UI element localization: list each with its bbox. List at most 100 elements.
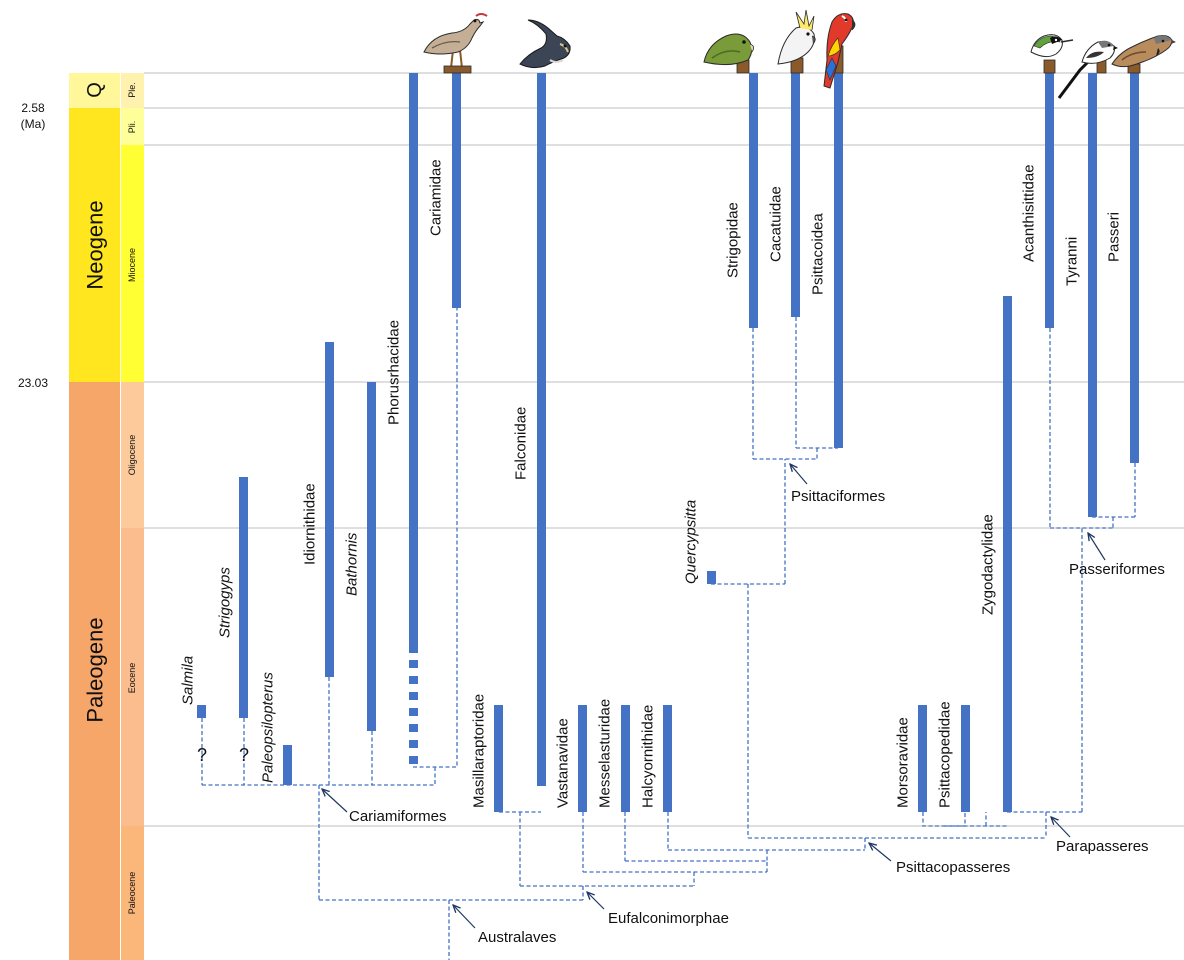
kakapo-icon bbox=[703, 33, 754, 74]
bar-tyranni bbox=[1088, 73, 1097, 517]
clade-label-psittaciformes: Psittaciformes bbox=[791, 488, 885, 505]
clade-label-australaves: Australaves bbox=[478, 929, 556, 946]
rifleman-icon bbox=[1030, 34, 1074, 74]
tree-lines bbox=[201, 308, 1136, 960]
bar-messelasturidae bbox=[621, 705, 630, 812]
flycatcher-icon bbox=[1057, 40, 1118, 99]
clade-labels: Cariamiformes Australaves Eufalconimorph… bbox=[349, 488, 1165, 946]
range-bars bbox=[197, 73, 1139, 812]
bar-strigogyps bbox=[239, 477, 248, 718]
bar-phorusrhacidae-dash-6 bbox=[409, 740, 418, 748]
bar-quercypsitta bbox=[707, 571, 716, 584]
period-q-label: Q bbox=[84, 82, 106, 98]
clade-label-eufalconimorphae: Eufalconimorphae bbox=[608, 910, 729, 927]
label-bathornis: Bathornis bbox=[344, 532, 361, 596]
epoch-oligocene-band bbox=[121, 382, 144, 528]
label-idiornithidae: Idiornithidae bbox=[302, 483, 319, 565]
clade-arrows bbox=[322, 464, 1106, 929]
bar-phorusrhacidae bbox=[409, 73, 418, 653]
epoch-pleistocene-label: Ple. bbox=[127, 82, 137, 98]
boundary-label-23-03: 23.03 bbox=[18, 376, 48, 390]
bar-phorusrhacidae-dash-4 bbox=[409, 708, 418, 716]
label-falconidae: Falconidae bbox=[513, 407, 530, 480]
label-zygodactylidae: Zygodactylidae bbox=[980, 514, 997, 615]
bar-halcyornithidae bbox=[663, 705, 672, 812]
bar-vastanavidae bbox=[578, 705, 587, 812]
bar-passeri bbox=[1130, 73, 1139, 463]
bar-acanthisittidae bbox=[1045, 73, 1054, 328]
bar-psittacopedidae bbox=[961, 705, 970, 812]
epoch-paleocene-band bbox=[121, 826, 144, 960]
branch-phorus-cariamidae bbox=[413, 308, 458, 768]
epoch-miocene-band bbox=[121, 145, 144, 382]
label-acanthisittidae: Acanthisittidae bbox=[1021, 164, 1038, 262]
epoch-pleistocene-band bbox=[121, 73, 144, 108]
falcon-icon bbox=[519, 19, 571, 69]
period-paleogene-band bbox=[69, 382, 120, 960]
label-paleopsilopterus: Paleopsilopterus bbox=[260, 672, 277, 783]
label-salmila: Salmila bbox=[180, 656, 197, 705]
label-strigogyps: Strigogyps bbox=[217, 567, 234, 638]
seriema-icon bbox=[423, 13, 488, 74]
label-strigopidae: Strigopidae bbox=[725, 202, 742, 278]
arrow-australaves bbox=[453, 905, 476, 929]
sparrow-icon bbox=[1111, 35, 1176, 74]
clade-label-psittacopasseres: Psittacopasseres bbox=[896, 859, 1010, 876]
ma-unit-label: (Ma) bbox=[21, 117, 46, 131]
arrow-passeriformes bbox=[1088, 533, 1106, 561]
bar-phorusrhacidae-dash-5 bbox=[409, 724, 418, 732]
arrow-psittaciformes bbox=[790, 464, 808, 485]
bar-paleopsilopterus bbox=[283, 745, 292, 785]
bar-bathornis bbox=[367, 382, 376, 731]
bar-phorusrhacidae-dash-1 bbox=[409, 660, 418, 668]
label-psittacopedidae: Psittacopedidae bbox=[937, 701, 954, 808]
label-cariamidae: Cariamidae bbox=[428, 159, 445, 236]
arrow-cariamiformes bbox=[322, 789, 348, 813]
clade-label-cariamiformes: Cariamiformes bbox=[349, 808, 447, 825]
label-psittacoidea: Psittacoidea bbox=[810, 213, 827, 295]
uncertain-mark-strigogyps: ? bbox=[239, 745, 249, 765]
label-masillaraptoridae: Masillaraptoridae bbox=[471, 694, 488, 808]
bar-cacatuidae bbox=[791, 73, 800, 317]
label-morsoravidae: Morsoravidae bbox=[895, 717, 912, 808]
bar-psittacoidea bbox=[834, 73, 843, 448]
clade-label-parapasseres: Parapasseres bbox=[1056, 838, 1149, 855]
timescale-column: Q Neogene Paleogene Ple. Pli. Miocene Ol… bbox=[18, 73, 144, 960]
branch-morsoravidae bbox=[922, 812, 966, 827]
period-neogene-band bbox=[69, 108, 120, 382]
arrow-psittacopasseres bbox=[869, 843, 892, 862]
cockatoo-icon bbox=[777, 9, 816, 74]
label-phorusrhacidae: Phorusrhacidae bbox=[386, 320, 403, 425]
arrow-eufalconimorphae bbox=[587, 892, 605, 910]
epoch-eocene-band bbox=[121, 528, 144, 826]
bar-morsoravidae bbox=[918, 705, 927, 812]
bar-masillaraptoridae bbox=[494, 705, 503, 812]
arrow-parapasseres bbox=[1051, 817, 1071, 838]
label-passeri: Passeri bbox=[1106, 212, 1123, 262]
bar-salmila bbox=[197, 705, 206, 718]
epoch-miocene-label: Miocene bbox=[127, 248, 137, 282]
messel-node bbox=[625, 860, 768, 872]
epoch-pliocene-band bbox=[121, 108, 144, 145]
bar-falconidae bbox=[537, 73, 546, 786]
label-cacatuidae: Cacatuidae bbox=[768, 186, 785, 262]
macaw-icon bbox=[823, 13, 856, 89]
label-halcyornithidae: Halcyornithidae bbox=[640, 705, 657, 808]
epoch-pliocene-label: Pli. bbox=[127, 121, 137, 134]
label-vastanavidae: Vastanavidae bbox=[555, 718, 572, 808]
bar-phorusrhacidae-dash-3 bbox=[409, 692, 418, 700]
bar-idiornithidae bbox=[325, 342, 334, 677]
bar-strigopidae bbox=[749, 73, 758, 328]
bar-cariamidae bbox=[452, 73, 461, 308]
bar-zygodactylidae bbox=[1003, 296, 1012, 812]
boundary-label-2-58: 2.58 bbox=[21, 101, 45, 115]
clade-label-passeriformes: Passeriformes bbox=[1069, 561, 1165, 578]
epoch-eocene-label: Eocene bbox=[127, 663, 137, 694]
label-tyranni: Tyranni bbox=[1064, 237, 1081, 286]
bar-phorusrhacidae-dash-2 bbox=[409, 676, 418, 684]
uncertain-mark-salmila: ? bbox=[197, 745, 207, 765]
bar-phorusrhacidae-dash-7 bbox=[409, 756, 418, 764]
label-quercypsitta: Quercypsitta bbox=[683, 500, 700, 584]
period-q-band bbox=[69, 73, 120, 108]
